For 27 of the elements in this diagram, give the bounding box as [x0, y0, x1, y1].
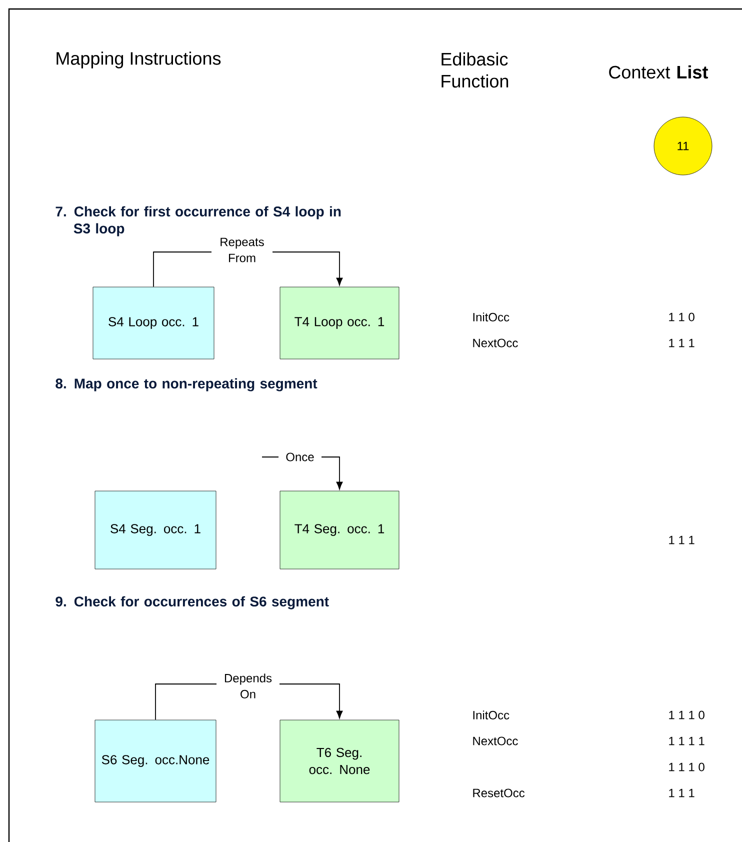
- mapping-box: T6 Seg. occ. None: [280, 720, 400, 802]
- mapping-box: S4 Loop occ. 1: [92, 286, 214, 360]
- table-text: 1 1 1 1: [669, 736, 704, 746]
- edge-label: Once: [278, 451, 322, 463]
- mapping-box: T4 Loop occ. 1: [280, 286, 400, 360]
- table-text: InitOcc: [473, 312, 510, 322]
- table-text: 1 1 0: [669, 312, 694, 322]
- edge-label: Repeats From: [212, 236, 272, 264]
- table-text: 1 1 1: [669, 536, 694, 544]
- edge-label: Depends On: [216, 672, 280, 700]
- table-text: 1 1 1 0: [669, 762, 704, 772]
- table-text: 1 1 1: [669, 788, 694, 798]
- table-text: InitOcc: [473, 710, 510, 720]
- table-text: ResetOcc: [473, 788, 525, 798]
- mapping-box: T4 Seg. occ. 1: [280, 490, 400, 570]
- table-text: 1 1 1: [669, 338, 694, 348]
- column-heading: Context List: [609, 65, 708, 79]
- step-heading: 9. Check for occurrences of S6 segment: [56, 596, 329, 610]
- mapping-box: S6 Seg. occ.None: [94, 720, 216, 802]
- table-text: NextOcc: [473, 338, 518, 348]
- column-heading: Edibasic Function: [442, 52, 508, 88]
- step-heading: 7. Check for first occurrence of S4 loop in S3 loop: [56, 206, 341, 236]
- table-text: 1 1 1 0: [669, 710, 704, 720]
- table-text: NextOcc: [473, 736, 518, 746]
- column-heading: Mapping Instructions: [56, 52, 221, 68]
- mapping-box: S4 Seg. occ. 1: [94, 490, 216, 570]
- step-heading: 8. Map once to non-repeating segment: [56, 378, 318, 392]
